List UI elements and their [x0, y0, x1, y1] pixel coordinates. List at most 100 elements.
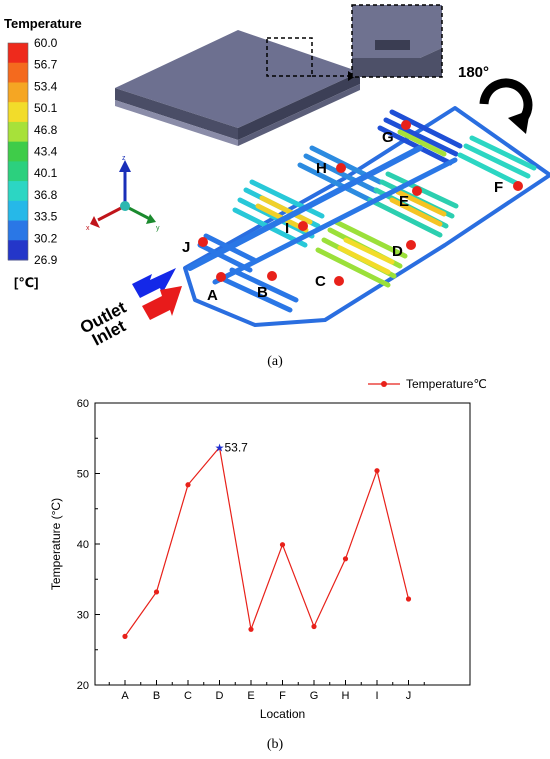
y-tick-label: 40 — [77, 539, 89, 551]
colorbar-tick-label: 50.1 — [34, 101, 58, 115]
battery-plate-3d — [115, 30, 360, 146]
data-point — [311, 623, 317, 630]
y-tick-label: 20 — [77, 680, 89, 692]
x-tick-label: G — [310, 690, 319, 702]
point-marker-a — [216, 272, 226, 282]
data-point — [122, 633, 128, 639]
colorbar-tick-label: 30.2 — [34, 231, 58, 245]
data-point — [153, 589, 160, 595]
colorbar-tick-label: 43.4 — [34, 145, 58, 159]
x-tick-label: J — [406, 690, 412, 702]
peak-value-label: 53.7 — [225, 440, 249, 454]
zoom-detail-inset — [351, 4, 443, 78]
temperature-colorbar: Temperature 60.0 56.7 53.4 50.1 46.8 43.4 40.1… — [4, 16, 82, 290]
point-label-d: D — [392, 243, 403, 260]
temperature-line-chart: 20 30 40 50 60 A B C D E F G H I J Temperature (°C) L… — [49, 377, 487, 721]
x-tick-label: H — [342, 690, 350, 702]
panel-a-caption: (a) — [267, 354, 283, 369]
point-marker-c — [334, 276, 344, 286]
svg-text:y: y — [156, 225, 160, 232]
y-tick-label: 50 — [77, 469, 89, 481]
inlet-arrow-icon — [142, 286, 182, 320]
colorbar-ticks: 60.0 56.7 53.4 50.1 46.8 43.4 40.1 36.8 33.5 30.2… — [34, 36, 58, 267]
colorbar-band — [8, 161, 28, 182]
colorbar-band — [8, 220, 28, 241]
zoom-region-box — [266, 37, 313, 77]
point-marker-d — [406, 240, 416, 250]
coordinate-axes-icon: z x y — [86, 155, 160, 232]
data-point — [185, 482, 191, 488]
colorbar-tick-label: 33.5 — [34, 210, 58, 224]
point-label-c: C — [315, 273, 326, 290]
peak-annotation: ★ 53.7 — [215, 440, 249, 454]
cooling-channel-map — [183, 106, 550, 327]
data-point — [374, 468, 380, 474]
y-axis-title: Temperature (°C) — [49, 498, 63, 590]
colorbar-band — [8, 82, 28, 103]
rotation-arrow-icon — [479, 78, 533, 134]
rotation-label: 180° — [458, 64, 489, 81]
point-marker-g — [401, 120, 411, 130]
colorbar-tick-label: 36.8 — [34, 188, 58, 202]
svg-text:x: x — [86, 225, 90, 232]
colorbar-bands — [7, 42, 29, 261]
point-marker-i — [298, 221, 308, 231]
colorbar-band — [8, 43, 28, 64]
colorbar-tick-label: 46.8 — [34, 123, 58, 137]
point-label-i: I — [285, 220, 289, 237]
point-marker-j — [198, 237, 208, 247]
legend-marker — [381, 381, 387, 387]
data-point — [342, 556, 349, 562]
colorbar-band — [8, 181, 28, 202]
series-points — [122, 468, 412, 639]
colorbar-tick-label: 56.7 — [34, 58, 58, 72]
point-label-a: A — [207, 287, 218, 304]
colorbar-band — [8, 121, 28, 143]
colorbar-tick-label: 60.0 — [34, 36, 58, 50]
point-label-b: B — [257, 284, 268, 301]
point-label-f: F — [494, 179, 503, 196]
point-marker-e — [412, 186, 422, 196]
colorbar-title: Temperature — [4, 16, 82, 31]
legend-label: Temperature℃ — [406, 377, 487, 391]
outlet-arrow-icon — [132, 268, 176, 298]
panel-b-caption: (b) — [266, 737, 284, 752]
chart-legend: Temperature℃ — [368, 377, 487, 391]
point-label-e: E — [399, 193, 409, 210]
peak-star-icon: ★ — [215, 442, 225, 454]
x-tick-label: D — [216, 690, 224, 702]
data-point — [248, 626, 254, 632]
y-tick-label: 30 — [77, 610, 89, 622]
y-tick-label: 60 — [77, 398, 89, 410]
thermal-simulation-panel: Temperature 60.0 56.7 53.4 50.1 46.8 43.4 40.1… — [4, 4, 550, 350]
svg-text:z: z — [122, 155, 126, 162]
series-line — [124, 446, 410, 637]
colorbar-band — [8, 102, 28, 123]
y-axis-ticks: 20 30 40 50 60 — [77, 398, 100, 692]
x-tick-label: F — [279, 690, 286, 702]
data-point — [405, 596, 412, 602]
colorbar-band — [8, 240, 28, 261]
point-label-h: H — [316, 160, 327, 177]
point-label-j: J — [182, 239, 190, 256]
point-marker-b — [267, 271, 277, 281]
colorbar-tick-label: 40.1 — [34, 166, 58, 180]
colorbar-tick-label: 53.4 — [34, 79, 58, 93]
x-axis-title: Location — [260, 707, 305, 721]
colorbar-band — [8, 141, 28, 162]
x-tick-label: C — [184, 690, 192, 702]
colorbar-band — [8, 62, 28, 83]
x-tick-label: I — [375, 690, 378, 702]
x-tick-label: A — [121, 690, 129, 702]
colorbar-unit: [℃] — [14, 275, 38, 290]
colorbar-tick-label: 26.9 — [34, 253, 58, 267]
point-label-g: G — [382, 129, 394, 146]
x-tick-label: E — [247, 690, 254, 702]
measurement-points: A B C D E F G H I J — [182, 120, 523, 304]
data-point — [279, 542, 286, 548]
point-marker-h — [336, 163, 346, 173]
x-tick-label: B — [153, 690, 160, 702]
colorbar-band — [8, 200, 28, 222]
x-axis-ticks: A B C D E F G H I J — [108, 680, 425, 702]
point-marker-f — [513, 181, 523, 191]
